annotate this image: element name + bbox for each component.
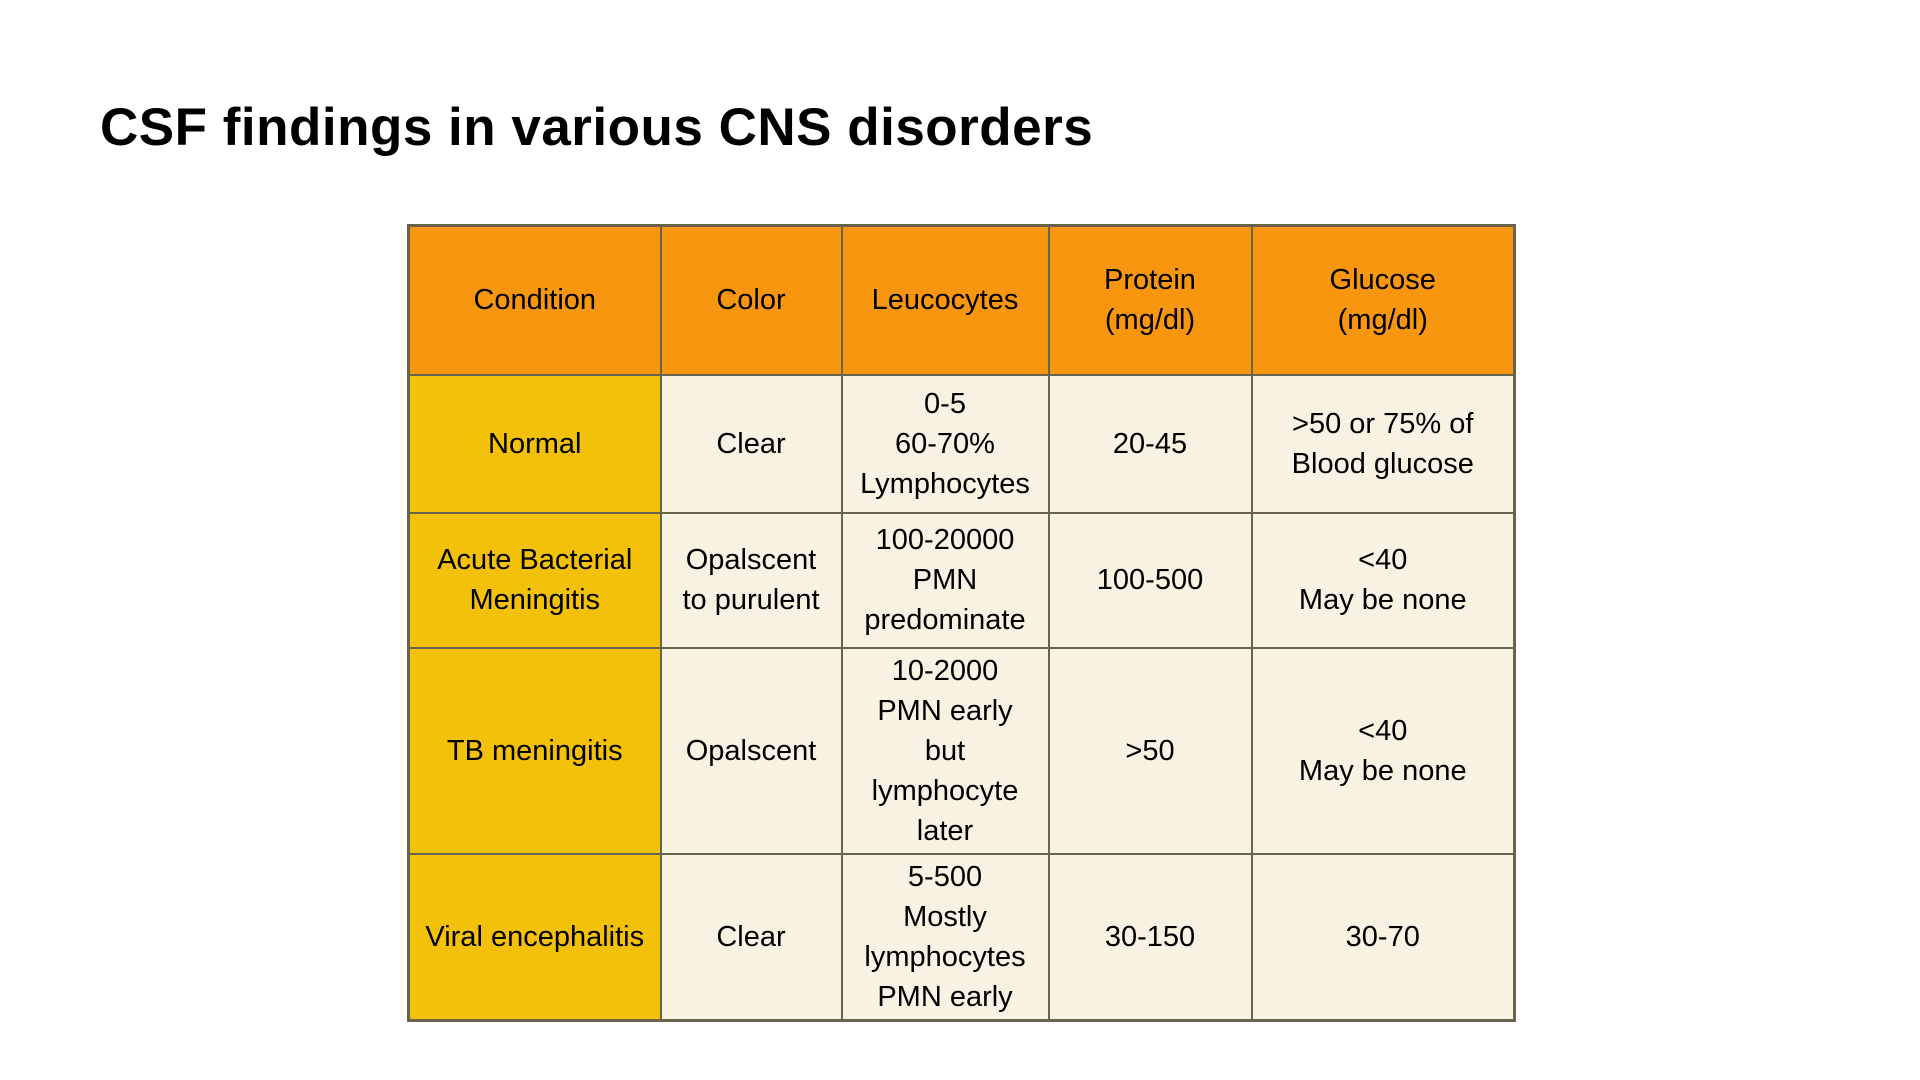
column-header-color: Color	[659, 224, 843, 376]
slide-title: CSF findings in various CNS disorders	[100, 98, 1094, 157]
column-header-glucose: Glucose (mg/dl)	[1250, 224, 1516, 376]
column-header-leucocytes: Leucocytes	[840, 224, 1050, 376]
cell-leucocytes: 10-2000 PMN early but lymphocyte later	[840, 646, 1050, 855]
column-header-protein: Protein (mg/dl)	[1047, 224, 1253, 376]
cell-leucocytes: 100-20000 PMN predominate	[840, 511, 1050, 649]
cell-color: Opalscent	[659, 646, 843, 855]
cell-condition: Viral encephalitis	[407, 852, 662, 1021]
cell-glucose: <40 May be none	[1250, 511, 1516, 649]
table-row-acute-bacterial-meningitis: Acute Bacterial Meningitis Opalscent to …	[407, 511, 1516, 649]
cell-protein: 100-500	[1047, 511, 1253, 649]
cell-color: Clear	[659, 852, 843, 1021]
cell-glucose: <40 May be none	[1250, 646, 1516, 855]
cell-condition: Normal	[407, 373, 662, 514]
cell-protein: 20-45	[1047, 373, 1253, 514]
cell-glucose: 30-70	[1250, 852, 1516, 1021]
cell-glucose: >50 or 75% of Blood glucose	[1250, 373, 1516, 514]
table-row-viral-encephalitis: Viral encephalitis Clear 5-500 Mostly ly…	[407, 852, 1516, 1021]
csf-findings-table: Condition Color Leucocytes Protein (mg/d…	[407, 224, 1516, 1022]
cell-condition: Acute Bacterial Meningitis	[407, 511, 662, 649]
cell-color: Clear	[659, 373, 843, 514]
cell-protein: >50	[1047, 646, 1253, 855]
cell-leucocytes: 0-5 60-70% Lymphocytes	[840, 373, 1050, 514]
column-header-condition: Condition	[407, 224, 662, 376]
cell-leucocytes: 5-500 Mostly lymphocytes PMN early	[840, 852, 1050, 1021]
cell-protein: 30-150	[1047, 852, 1253, 1021]
cell-condition: TB meningitis	[407, 646, 662, 855]
header-row: Condition Color Leucocytes Protein (mg/d…	[407, 224, 1516, 376]
table-row-normal: Normal Clear 0-5 60-70% Lymphocytes 20-4…	[407, 373, 1516, 514]
table-row-tb-meningitis: TB meningitis Opalscent 10-2000 PMN earl…	[407, 646, 1516, 855]
cell-color: Opalscent to purulent	[659, 511, 843, 649]
